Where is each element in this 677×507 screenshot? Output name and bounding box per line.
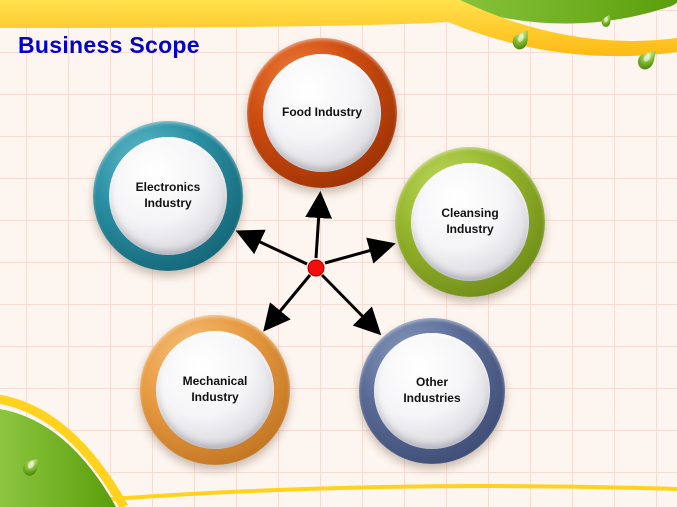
node-label: Other Industries <box>403 375 461 405</box>
bottom-corner-decoration <box>0 394 677 507</box>
node-label: Food Industry <box>282 105 362 120</box>
bottom-yellow-arc <box>59 484 677 505</box>
node-label: Cleansing Industry <box>441 206 499 236</box>
corner-yellow-edge <box>0 394 128 507</box>
arrow-to-electronics <box>235 229 308 266</box>
node-food-industry: Food Industry <box>247 38 397 188</box>
node-label: Electronics Industry <box>135 180 201 210</box>
node-inner: Other Industries <box>374 333 490 449</box>
node-other-industries: Other Industries <box>359 318 505 464</box>
water-droplet-icon <box>23 458 38 476</box>
page-title: Business Scope <box>18 32 200 58</box>
node-label: Mechanical Industry <box>182 374 248 404</box>
center-dot <box>307 259 325 277</box>
water-droplet-icon <box>601 14 611 27</box>
arrow-to-other <box>320 273 382 336</box>
node-cleansing-industry: Cleansing Industry <box>395 147 545 297</box>
water-droplet-icon <box>512 30 528 50</box>
node-inner: Electronics Industry <box>108 136 228 256</box>
node-inner: Cleansing Industry <box>410 162 530 282</box>
node-inner: Mechanical Industry <box>155 330 275 450</box>
node-mechanical-industry: Mechanical Industry <box>140 315 290 465</box>
arrow-to-mechanical <box>263 274 312 332</box>
node-ring: Electronics Industry <box>93 121 243 271</box>
arrow-to-cleansing <box>324 237 396 265</box>
node-ring: Food Industry <box>247 38 397 188</box>
green-corner-shape <box>0 409 116 507</box>
node-ring: Cleansing Industry <box>395 147 545 297</box>
node-electronics-industry: Electronics Industry <box>93 121 243 271</box>
node-ring: Mechanical Industry <box>140 315 290 465</box>
node-inner: Food Industry <box>262 53 382 173</box>
node-ring: Other Industries <box>359 318 505 464</box>
green-wedge-shape <box>438 0 677 24</box>
water-droplet-icon <box>638 51 656 70</box>
arrow-to-food <box>305 191 333 259</box>
